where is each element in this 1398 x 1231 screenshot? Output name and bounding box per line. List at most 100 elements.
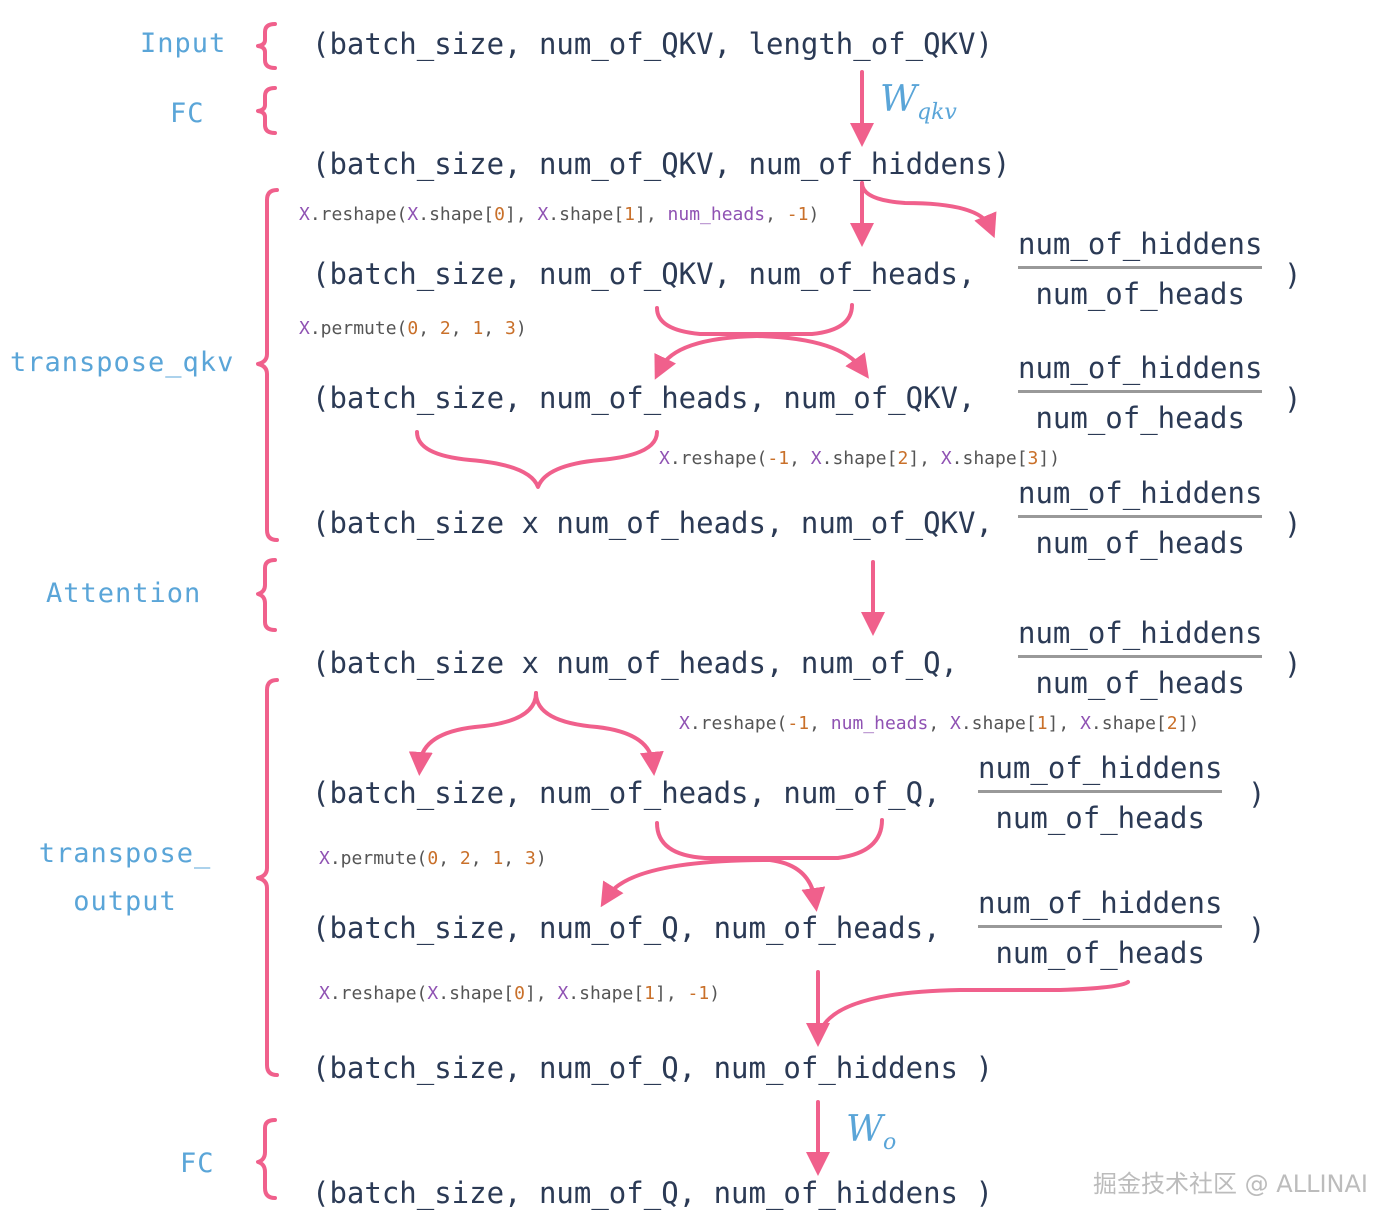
weight-w-o-sub: o	[883, 1130, 897, 1155]
fraction-denominator: num_of_heads	[1035, 526, 1245, 560]
weight-w-o-main: W	[846, 1109, 884, 1150]
fraction-bar	[1018, 655, 1263, 658]
close-paren: )	[1284, 647, 1302, 681]
code-token: .shape[	[418, 204, 495, 225]
code-token: num_heads	[830, 713, 929, 734]
close-paren: )	[1248, 912, 1266, 946]
code-token: ,	[765, 204, 787, 225]
brace-input	[256, 22, 277, 70]
shape-permuted: (batch_size, num_of_heads, num_of_QKV,	[312, 381, 976, 415]
shape-unmerged: (batch_size, num_of_heads, num_of_Q,	[312, 776, 941, 810]
code-token: X	[940, 448, 952, 469]
code-permute-qkv: X.permute(0, 2, 1, 3)	[299, 320, 527, 338]
code-token: X	[659, 448, 670, 469]
code-token: .shape[	[568, 983, 645, 1004]
stage-label-transpose-output-line1: transpose_	[38, 838, 212, 869]
code-token: X	[319, 848, 330, 869]
stage-label-transpose-qkv: transpose_qkv	[10, 347, 235, 378]
code-token: ],	[908, 448, 941, 469]
fraction-head-dim: num_of_hiddens num_of_heads	[1018, 351, 1263, 435]
code-token: .shape[	[951, 448, 1028, 469]
stage-label-attention: Attention	[46, 578, 202, 609]
fraction-numerator: num_of_hiddens	[1018, 351, 1263, 385]
fraction-denominator: num_of_heads	[995, 936, 1205, 970]
brace-transpose-qkv	[256, 188, 279, 542]
arrow-reshape-merge	[415, 430, 659, 489]
fraction-numerator: num_of_hiddens	[1018, 616, 1263, 650]
code-token: .shape[	[960, 713, 1037, 734]
code-token: X	[1080, 713, 1091, 734]
code-token: ,	[450, 318, 473, 339]
weight-w-o: Wo	[846, 1112, 896, 1154]
watermark: 掘金技术社区 @ ALLINAI	[1093, 1170, 1368, 1198]
code-token: .shape[	[548, 204, 625, 225]
code-token: 2	[459, 848, 471, 869]
shape-final-output: (batch_size, num_of_Q, num_of_hiddens )	[312, 1176, 993, 1210]
code-token: .permute(	[329, 848, 428, 869]
shape-reshape-heads: (batch_size, num_of_QKV, num_of_heads,	[312, 257, 976, 291]
code-token: -1	[687, 983, 710, 1004]
code-token: 1	[624, 204, 635, 225]
code-token: ],	[504, 204, 538, 225]
code-token: )	[515, 318, 527, 339]
code-token: ,	[418, 318, 440, 339]
fraction-head-dim: num_of_hiddens num_of_heads	[1018, 476, 1263, 560]
code-token: ,	[789, 448, 811, 469]
code-reshape-merge: X.reshape(-1, X.shape[2], X.shape[3])	[659, 450, 1060, 468]
code-token: 1	[1036, 713, 1048, 734]
close-paren: )	[1284, 507, 1302, 541]
stage-label-fc: FC	[170, 98, 205, 129]
fraction-bar	[1018, 266, 1263, 269]
code-token: ,	[483, 318, 505, 339]
code-token: ,	[928, 713, 950, 734]
fraction-denominator: num_of_heads	[995, 801, 1205, 835]
code-token: 0	[494, 204, 505, 225]
arrow-reshape-final-merge	[818, 980, 1130, 1034]
code-token: .shape[	[821, 448, 898, 469]
code-token: 2	[1166, 713, 1178, 734]
code-token: X	[299, 318, 310, 339]
code-token: )	[808, 204, 820, 225]
code-token: ],	[1047, 713, 1081, 734]
fraction-denominator: num_of_heads	[1035, 277, 1245, 311]
code-reshape-unmerge: X.reshape(-1, num_heads, X.shape[1], X.s…	[679, 715, 1199, 733]
code-token: .reshape(	[329, 983, 428, 1004]
code-token: ])	[1038, 448, 1061, 469]
arrow-permute2-merge	[655, 818, 884, 860]
stage-label-transpose-output: transpose_ output	[30, 830, 220, 926]
code-token: 1	[492, 848, 504, 869]
code-token: X	[299, 204, 310, 225]
arrow-split-left	[408, 691, 538, 776]
fraction-head-dim: num_of_hiddens num_of_heads	[978, 751, 1223, 835]
code-reshape-final: X.reshape(X.shape[0], X.shape[1], -1)	[319, 985, 720, 1003]
shape-attention-output: (batch_size x num_of_heads, num_of_Q,	[312, 646, 959, 680]
code-token: .permute(	[309, 318, 408, 339]
code-token: 0	[514, 983, 525, 1004]
code-token: 0	[407, 318, 419, 339]
close-paren: )	[1248, 777, 1266, 811]
arrow-permute-merge	[655, 303, 854, 336]
code-token: )	[535, 848, 547, 869]
stage-label-transpose-output-line2: output	[73, 886, 177, 917]
weight-w-qkv-main: W	[880, 79, 918, 120]
fraction-denominator: num_of_heads	[1035, 401, 1245, 435]
close-paren: )	[1284, 258, 1302, 292]
arrow-permute-right	[755, 334, 869, 379]
fraction-numerator: num_of_hiddens	[1018, 476, 1263, 510]
code-token: 2	[897, 448, 909, 469]
code-token: ],	[655, 983, 688, 1004]
arrow-split-right	[534, 691, 664, 776]
arrow-permute2-right	[768, 858, 826, 912]
code-token: 1	[472, 318, 484, 339]
code-token: )	[709, 983, 721, 1004]
arrow-permute2-left	[600, 858, 772, 908]
brace-fc-1	[256, 86, 277, 135]
code-token: ],	[635, 204, 668, 225]
fraction-bar	[978, 925, 1223, 928]
code-token: -1	[787, 713, 810, 734]
code-token: ],	[524, 983, 558, 1004]
fraction-numerator: num_of_hiddens	[978, 751, 1223, 785]
arrow-permute-left	[654, 334, 759, 380]
